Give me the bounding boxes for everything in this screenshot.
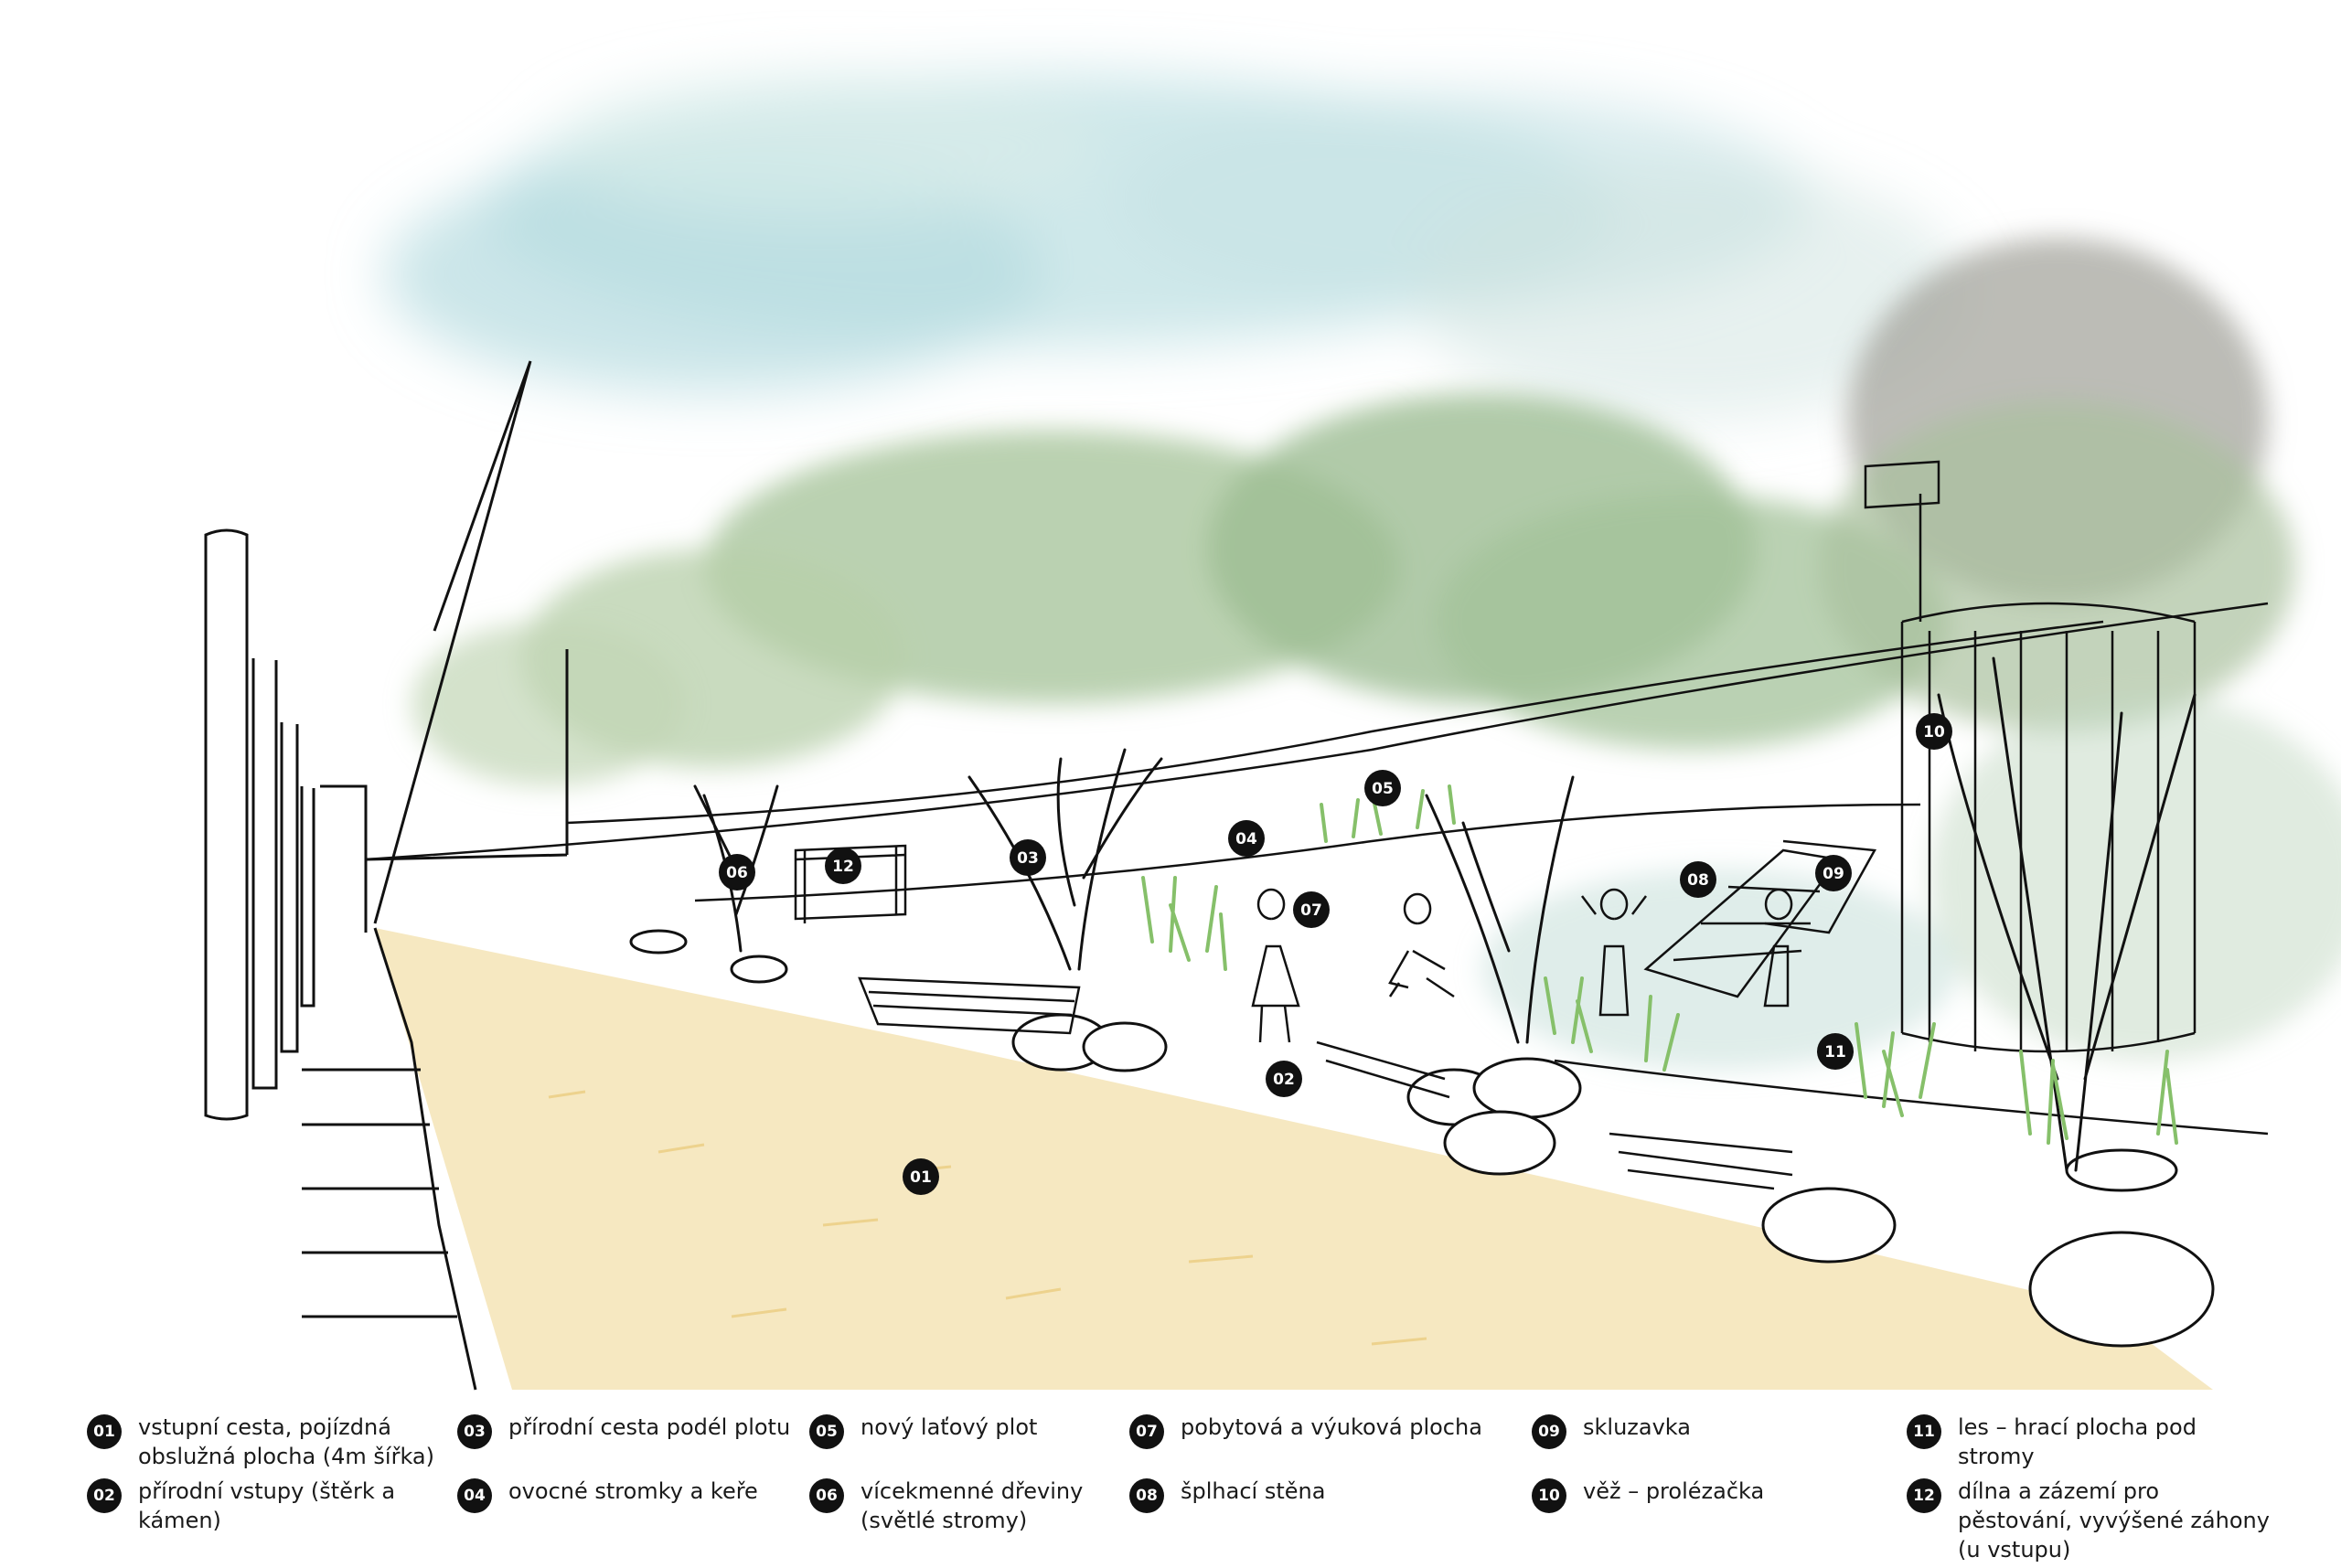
marker-08: 08 bbox=[1680, 861, 1716, 898]
path-hatching bbox=[548, 1090, 1427, 1346]
svg-text:06: 06 bbox=[726, 864, 748, 882]
marker-10: 10 bbox=[1916, 713, 1952, 750]
svg-text:09: 09 bbox=[1823, 865, 1844, 883]
entrance-path bbox=[375, 928, 2213, 1390]
legend-label: přírodní cesta podél plotu bbox=[508, 1414, 791, 1440]
marker-02: 02 bbox=[1266, 1061, 1302, 1097]
sky-wash bbox=[384, 73, 1966, 421]
boulders bbox=[629, 929, 2215, 1348]
legend-number: 10 bbox=[1532, 1478, 1566, 1513]
legend-number: 09 bbox=[1532, 1414, 1566, 1449]
legend-number: 08 bbox=[1129, 1478, 1164, 1513]
legend-item-12: 12 dílna a zázemí pro pěstování, vyvýšen… bbox=[1907, 1477, 2272, 1564]
legend-item-07: 07 pobytová a výuková plocha bbox=[1129, 1413, 1495, 1449]
people bbox=[1251, 888, 1793, 1043]
svg-text:04: 04 bbox=[1235, 830, 1257, 848]
svg-text:07: 07 bbox=[1300, 901, 1322, 920]
svg-text:11: 11 bbox=[1824, 1043, 1846, 1061]
legend-label: skluzavka bbox=[1583, 1414, 1691, 1440]
legend-number: 03 bbox=[457, 1414, 492, 1449]
svg-text:03: 03 bbox=[1017, 849, 1039, 868]
marker-09: 09 bbox=[1815, 855, 1852, 891]
legend-number: 06 bbox=[809, 1478, 844, 1513]
svg-text:12: 12 bbox=[832, 858, 854, 876]
legend-label: vícekmenné dřeviny (světlé stromy) bbox=[861, 1478, 1084, 1533]
svg-text:05: 05 bbox=[1372, 780, 1394, 798]
marker-03: 03 bbox=[1010, 839, 1046, 876]
marker-04: 04 bbox=[1228, 820, 1265, 857]
legend-label: les – hrací plocha pod stromy bbox=[1958, 1414, 2197, 1469]
tree-canopy bbox=[412, 238, 2341, 1070]
legend-label: vstupní cesta, pojízdná obslužná plocha … bbox=[138, 1414, 434, 1469]
legend-item-05: 05 nový laťový plot bbox=[809, 1413, 1175, 1449]
legend-item-04: 04 ovocné stromky a keře bbox=[457, 1477, 823, 1513]
legend-item-11: 11 les – hrací plocha pod stromy bbox=[1907, 1413, 2272, 1471]
legend-number: 04 bbox=[457, 1478, 492, 1513]
svg-text:01: 01 bbox=[910, 1168, 932, 1187]
marker-05: 05 bbox=[1364, 770, 1401, 806]
legend-label: dílna a zázemí pro pěstování, vyvýšené z… bbox=[1958, 1478, 2270, 1563]
legend-number: 11 bbox=[1907, 1414, 1941, 1449]
marker-12: 12 bbox=[825, 848, 861, 884]
building bbox=[204, 360, 569, 1391]
svg-text:08: 08 bbox=[1687, 871, 1709, 890]
fence bbox=[365, 602, 2269, 1136]
legend-item-02: 02 přírodní vstupy (štěrk a kámen) bbox=[87, 1477, 453, 1535]
legend-item-10: 10 věž – prolézačka bbox=[1532, 1477, 1897, 1513]
legend-item-08: 08 šplhací stěna bbox=[1129, 1477, 1495, 1513]
legend-label: přírodní vstupy (štěrk a kámen) bbox=[138, 1478, 396, 1533]
marker-06: 06 bbox=[719, 854, 755, 891]
legend-number: 05 bbox=[809, 1414, 844, 1449]
svg-text:10: 10 bbox=[1923, 723, 1945, 741]
grasses bbox=[1141, 784, 2178, 1145]
legend-item-09: 09 skluzavka bbox=[1532, 1413, 1897, 1449]
legend-label: věž – prolézačka bbox=[1583, 1478, 1765, 1504]
legend-number: 01 bbox=[87, 1414, 122, 1449]
legend-label: pobytová a výuková plocha bbox=[1181, 1414, 1482, 1440]
steps bbox=[858, 976, 1793, 1190]
legend-label: nový laťový plot bbox=[861, 1414, 1038, 1440]
legend-item-01: 01 vstupní cesta, pojízdná obslužná ploc… bbox=[87, 1413, 453, 1471]
marker-01: 01 bbox=[903, 1158, 939, 1195]
legend-label: ovocné stromky a keře bbox=[508, 1478, 758, 1504]
legend-number: 12 bbox=[1907, 1478, 1941, 1513]
marker-07: 07 bbox=[1293, 891, 1330, 928]
legend-item-03: 03 přírodní cesta podél plotu bbox=[457, 1413, 823, 1449]
legend-number: 02 bbox=[87, 1478, 122, 1513]
svg-text:02: 02 bbox=[1273, 1071, 1295, 1089]
legend-item-06: 06 vícekmenné dřeviny (světlé stromy) bbox=[809, 1477, 1175, 1535]
marker-11: 11 bbox=[1817, 1033, 1854, 1070]
legend-number: 07 bbox=[1129, 1414, 1164, 1449]
legend-label: šplhací stěna bbox=[1181, 1478, 1326, 1504]
